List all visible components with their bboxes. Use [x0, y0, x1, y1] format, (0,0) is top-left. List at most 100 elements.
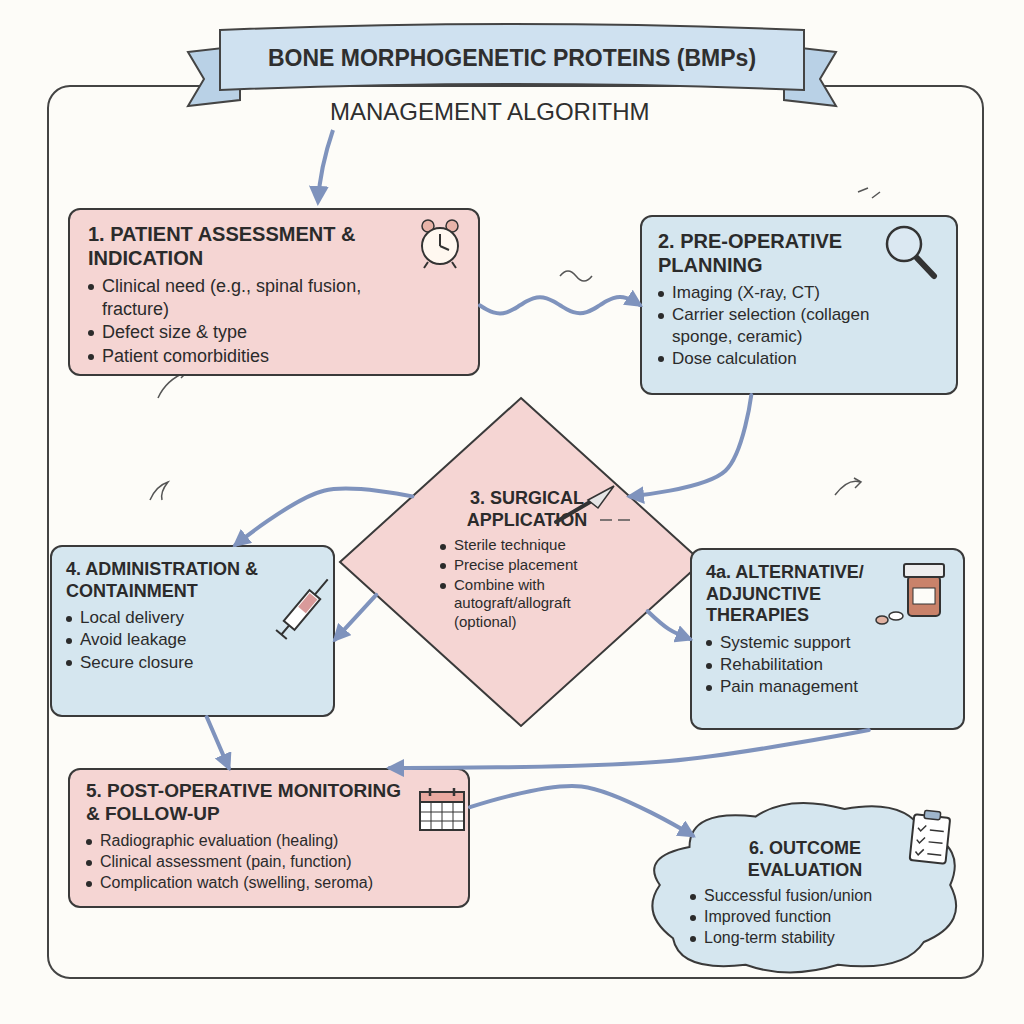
bullet-dot	[690, 915, 696, 921]
flow-arrow	[235, 489, 412, 545]
bullet-row: Defect size & type	[88, 321, 416, 344]
flow-arrow	[630, 395, 752, 496]
bullet-dot	[440, 544, 446, 550]
clock-bell	[446, 220, 458, 232]
flow-arrow	[207, 717, 229, 768]
bullet-row: Precise placement	[440, 556, 614, 575]
bullet-row: Patient comorbidities	[88, 345, 416, 368]
title-slot: BONE MORPHOGENETIC PROTEINS (BMPs)	[212, 44, 812, 72]
bullet-text: Improved function	[704, 907, 831, 927]
bullet-row: Dose calculation	[658, 348, 904, 369]
node-heading: 6. OUTCOME EVALUATION	[748, 838, 862, 880]
node-content: 1. PATIENT ASSESSMENT & INDICATION Clinic…	[70, 210, 478, 378]
bullet-text: Imaging (X-ray, CT)	[672, 282, 820, 303]
diagram-title: BONE MORPHOGENETIC PROTEINS (BMPs)	[212, 44, 812, 72]
clipboard-clip	[924, 810, 941, 820]
node-heading-row: 3. SURGICAL APPLICATION	[440, 488, 614, 531]
bullet-dot	[88, 354, 94, 360]
bullet-text: Combine with autograft/allograft (option…	[454, 576, 614, 632]
doodle-swirl	[150, 482, 168, 500]
bullet-row: Carrier selection (collagen sponge, cera…	[658, 304, 904, 347]
bullet-row: Improved function	[690, 907, 920, 927]
bullet-row: Radiographic evaluation (healing)	[86, 831, 406, 851]
magnifier-lens	[887, 227, 921, 261]
calendar-ring	[430, 788, 454, 796]
node-heading-row: 1. PATIENT ASSESSMENT & INDICATION	[88, 222, 416, 270]
node-content: 3. SURGICAL APPLICATION Sterile technique…	[340, 398, 702, 673]
clock-icon	[422, 220, 458, 268]
calendar-icon	[420, 788, 464, 830]
process-box: 1. PATIENT ASSESSMENT & INDICATION Clinic…	[68, 208, 480, 376]
bullet-row: Sterile technique	[440, 536, 614, 555]
clock-face	[422, 228, 458, 264]
flow-arrow	[470, 786, 693, 836]
bullet-text: Pain management	[720, 676, 858, 697]
bullet-text: Long-term stability	[704, 928, 835, 948]
pill	[876, 616, 888, 624]
bullet-text: Systemic support	[720, 632, 850, 653]
node-content: 4. ADMINISTRATION & CONTAINMENTLocal del…	[52, 547, 333, 684]
node-content: 6. OUTCOME EVALUATION Successful fusion/u…	[640, 790, 970, 969]
bullet-text: Sterile technique	[454, 536, 566, 555]
bullet-text: Complication watch (swelling, seroma)	[100, 873, 373, 893]
bullet-dot	[440, 583, 446, 589]
outcome-cloud-outline	[640, 790, 970, 980]
bullet-dot	[706, 640, 712, 646]
bullet-dot	[690, 894, 696, 900]
syringe-barrel	[284, 590, 320, 630]
decision-diamond-shape	[340, 398, 702, 726]
pill	[889, 612, 903, 620]
bullet-row: Avoid leakage	[66, 629, 293, 650]
scalpel-icon	[556, 486, 630, 522]
calendar-grid	[420, 802, 464, 830]
clock-hands	[424, 234, 456, 268]
bullet-dot	[658, 356, 664, 362]
pill-bottle-icon	[876, 564, 944, 624]
clipboard-icon	[910, 809, 951, 863]
bullet-text: Clinical assessment (pain, function)	[100, 852, 352, 872]
bullet-row: Complication watch (swelling, seroma)	[86, 873, 406, 893]
clock-bell	[422, 220, 434, 232]
node-heading-row: 2. PRE-OPERATIVE PLANNING	[658, 229, 904, 277]
bullet-dot	[88, 284, 94, 290]
bullet-text: Successful fusion/union	[704, 886, 872, 906]
doodle-arrow	[854, 478, 861, 488]
flow-arrow	[648, 611, 690, 639]
bottle-cap	[904, 564, 944, 577]
calendar-page	[420, 792, 464, 830]
flow-arrow	[390, 730, 869, 768]
flow-arrow	[480, 297, 640, 313]
node-heading: 1. PATIENT ASSESSMENT & INDICATION	[88, 223, 355, 269]
bullet-row: Rehabilitation	[706, 654, 905, 675]
outer-frame	[48, 86, 983, 978]
bullet-row: Local delivery	[66, 607, 293, 628]
scalpel-handle	[556, 502, 590, 522]
bullet-text: Avoid leakage	[80, 629, 187, 650]
bullet-row: Combine with autograft/allograft (option…	[440, 576, 614, 632]
outcome-cloud: 6. OUTCOME EVALUATION Successful fusion/u…	[640, 790, 970, 980]
doodle-dash	[858, 188, 880, 198]
bullet-text: Clinical need (e.g., spinal fusion, frac…	[102, 275, 416, 320]
bullet-dot	[86, 881, 92, 887]
bullet-dot	[706, 663, 712, 669]
bottle-body	[908, 576, 940, 616]
bullet-row: Imaging (X-ray, CT)	[658, 282, 904, 303]
bullet-dot	[690, 936, 696, 942]
bullet-row: Secure closure	[66, 652, 293, 673]
bullet-text: Defect size & type	[102, 321, 247, 344]
decision-diamond: 3. SURGICAL APPLICATION Sterile technique…	[340, 398, 702, 726]
process-box: 5. POST-OPERATIVE MONITORING & FOLLOW-UP…	[68, 768, 470, 908]
bullet-row: Clinical need (e.g., spinal fusion, frac…	[88, 275, 416, 320]
node-heading: 4a. ALTERNATIVE/ ADJUNCTIVE THERAPIES	[706, 562, 864, 625]
bullet-dot	[66, 616, 72, 622]
node-heading: 3. SURGICAL APPLICATION	[467, 488, 588, 530]
calendar-band	[420, 792, 464, 802]
bottle-label	[913, 588, 935, 604]
bullet-dot	[66, 638, 72, 644]
outcome-cloud-shape	[652, 803, 956, 972]
bullet-row: Long-term stability	[690, 928, 920, 948]
bullet-row: Systemic support	[706, 632, 905, 653]
doodle-arrow	[835, 481, 860, 495]
